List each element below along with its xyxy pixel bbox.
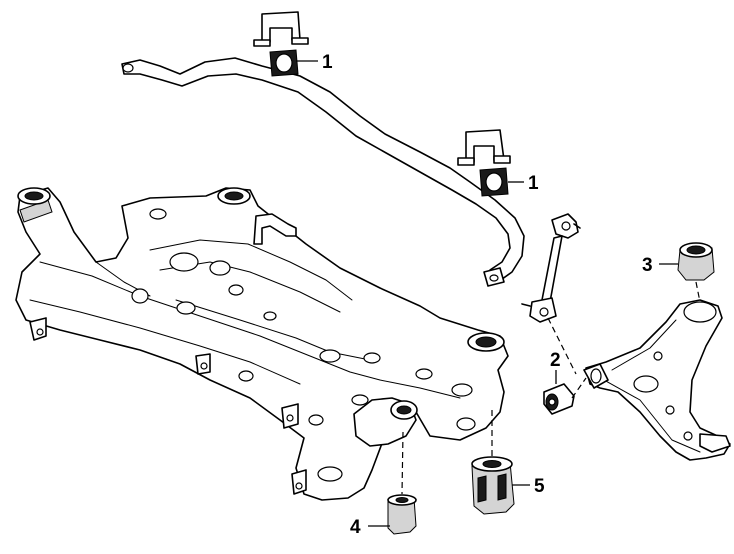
front-subframe: [15, 187, 509, 501]
lower-arm-front-bushing: [543, 383, 575, 415]
lower-arm-rear-bushing: [677, 242, 715, 281]
callout-1-lower: 1: [528, 173, 539, 194]
lower-arm: [583, 299, 731, 461]
subframe-front-bushing: [471, 456, 515, 515]
callout-1-upper: 1: [322, 52, 333, 73]
callout-2: 2: [550, 350, 561, 371]
assembly-line-bushing-4: [401, 431, 404, 495]
stabilizer-link: [521, 213, 581, 323]
assembly-line-arm-bushing: [571, 377, 587, 399]
callout-5: 5: [534, 476, 545, 497]
callout-3: 3: [642, 255, 653, 276]
stabilizer-bushing-lower: [457, 129, 511, 197]
assembly-line-rear-bushing: [695, 281, 701, 303]
subframe-rear-bushing: [387, 494, 417, 535]
callout-4: 4: [350, 517, 361, 538]
stabilizer-bushing-upper: [253, 11, 309, 77]
assembly-line-link: [547, 317, 577, 375]
